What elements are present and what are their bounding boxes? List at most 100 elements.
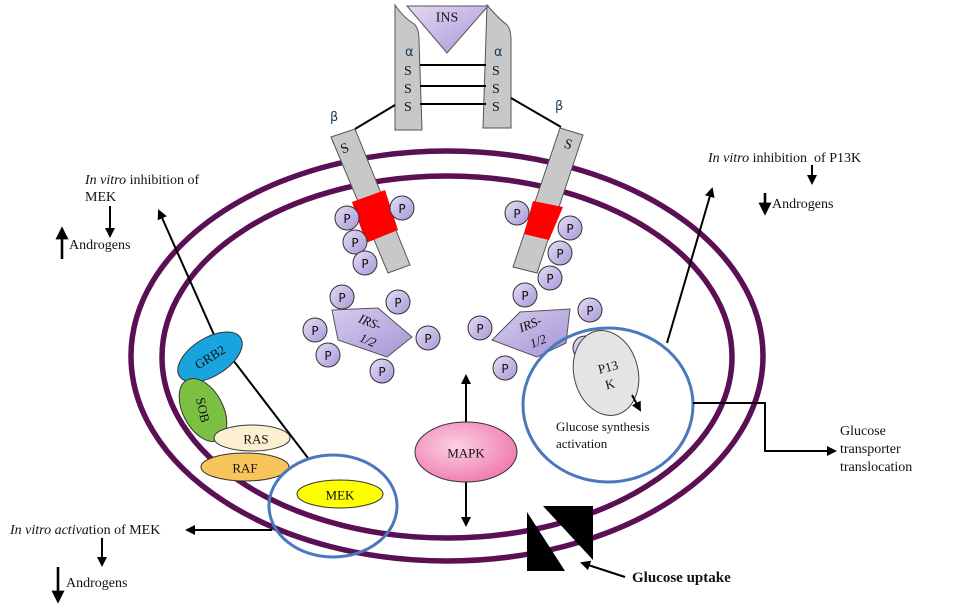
disulfide-label: S <box>404 64 412 79</box>
raf-label: RAF <box>232 461 257 476</box>
phosphate-circle <box>302 317 328 343</box>
disulfide-label: S <box>404 82 412 97</box>
ras: RAS <box>213 424 291 452</box>
glucose-uptake-arrow <box>580 560 626 578</box>
phosphate-group: P <box>329 284 355 310</box>
phosphate-label: P <box>424 332 431 346</box>
phosphate-label: P <box>338 291 345 305</box>
phosphate-group: P <box>385 289 411 315</box>
mek-inhibition-label: MEK <box>85 190 116 205</box>
phosphate-label: P <box>351 236 358 250</box>
phosphate-label: P <box>361 257 368 271</box>
androgens-label: Androgens <box>772 197 833 212</box>
phosphate-circle <box>577 297 603 323</box>
grb2: GRB2 <box>177 331 243 383</box>
inhibition-arrow-mek <box>157 209 216 338</box>
irs-label: 1/2 <box>357 330 378 350</box>
phosphate-circle <box>547 240 573 266</box>
ras-label: RAS <box>243 432 268 447</box>
ras-shape <box>213 424 291 452</box>
phosphate-label: P <box>378 365 385 379</box>
phosphate-label: P <box>311 324 318 338</box>
phosphate-group: P <box>342 229 368 255</box>
phosphate-label: P <box>501 362 508 376</box>
phosphate-label: P <box>343 212 350 226</box>
phosphate-label: P <box>476 322 483 336</box>
phosphate-group: P <box>415 325 441 351</box>
glucose-transporter <box>527 506 593 571</box>
irs-label: 1/2 <box>527 331 548 351</box>
phosphate-label: P <box>398 202 405 216</box>
insulin-label: INS <box>436 11 459 26</box>
glucose-transporter-label: translocation <box>840 460 912 475</box>
italic-prefix: In vitro activa <box>9 523 89 538</box>
beta-label-left: β <box>330 110 338 125</box>
alpha-subunit-left <box>394 3 423 131</box>
phosphate-circle <box>315 342 341 368</box>
alpha-label-left: α <box>405 45 414 60</box>
phosphate-group: P <box>389 195 415 221</box>
phosphate-group: P <box>315 342 341 368</box>
glucose-transporter-label: Glucose <box>840 424 886 439</box>
phosphate-circle <box>385 289 411 315</box>
glucose-synthesis-label: Glucose synthesis <box>556 419 650 434</box>
phosphate-group: P <box>557 215 583 241</box>
irs-left: IRS- 1/2 <box>331 307 413 358</box>
kinase-domain-left <box>352 190 398 243</box>
phosphate-group: P <box>352 250 378 276</box>
mek-shape <box>296 479 384 509</box>
transporter-half <box>543 506 593 560</box>
irs-shape <box>331 307 413 358</box>
phosphate-circle <box>369 358 395 384</box>
mapk: MAPK <box>414 421 518 483</box>
phosphate-circle <box>329 284 355 310</box>
disulfide-label: S <box>492 82 500 97</box>
mapk-shape <box>414 421 518 483</box>
phosphate-circle <box>415 325 441 351</box>
mek-label: MEK <box>326 488 356 503</box>
irs-shape <box>491 308 571 358</box>
phosphate-label: P <box>513 207 520 221</box>
transporter-half <box>527 512 565 571</box>
phosphate-group: P <box>577 297 603 323</box>
phosphate-label: P <box>586 304 593 318</box>
phosphate-circle <box>467 315 493 341</box>
kinase-domain-right <box>524 201 563 240</box>
phosphate-groups: PPPPPPPPPPPPPPPPPPP <box>302 195 603 384</box>
phosphate-label: P <box>521 289 528 303</box>
phosphate-circle <box>352 250 378 276</box>
androgens-label: Androgens <box>66 576 127 591</box>
glucose-uptake-label: Glucose uptake <box>632 570 731 586</box>
insulin-receptor: INS α α S S S S S S β β S S <box>330 3 584 274</box>
phosphate-label: P <box>394 296 401 310</box>
phosphate-circle <box>512 282 538 308</box>
phosphate-label: P <box>546 272 553 286</box>
phosphate-label: P <box>566 222 573 236</box>
alpha-beta-link-right <box>510 97 562 128</box>
mapk-label: MAPK <box>447 446 485 461</box>
inhibition-arrow-p13k <box>666 187 715 344</box>
phosphate-circle <box>389 195 415 221</box>
glucose-transporter-label: transporter <box>840 442 901 457</box>
raf-shape <box>200 452 290 482</box>
p13k-highlight-circle <box>521 326 695 484</box>
phosphate-group: P <box>547 240 573 266</box>
p13k-shape <box>572 330 640 416</box>
phosphate-label: P <box>556 247 563 261</box>
grb2-shape <box>177 331 243 383</box>
sob: SOB <box>178 378 228 442</box>
phosphate-group: P <box>504 200 530 226</box>
phosphate-group: P <box>467 315 493 341</box>
alpha-subunit-right <box>482 3 512 129</box>
label-text: tion of MEK <box>89 523 161 538</box>
beta-label-right: β <box>555 99 563 114</box>
alpha-beta-link-left <box>354 104 396 130</box>
p13k: P13 K <box>572 330 640 416</box>
insulin-ligand <box>405 5 490 54</box>
mek: MEK <box>296 479 384 509</box>
italic-prefix: In vitro <box>84 173 126 188</box>
p13k-label: K <box>604 375 617 392</box>
p13k-inhibition-label: In vitro inhibition of P13K <box>707 151 861 166</box>
label-text: inhibition of P13K <box>749 151 861 166</box>
